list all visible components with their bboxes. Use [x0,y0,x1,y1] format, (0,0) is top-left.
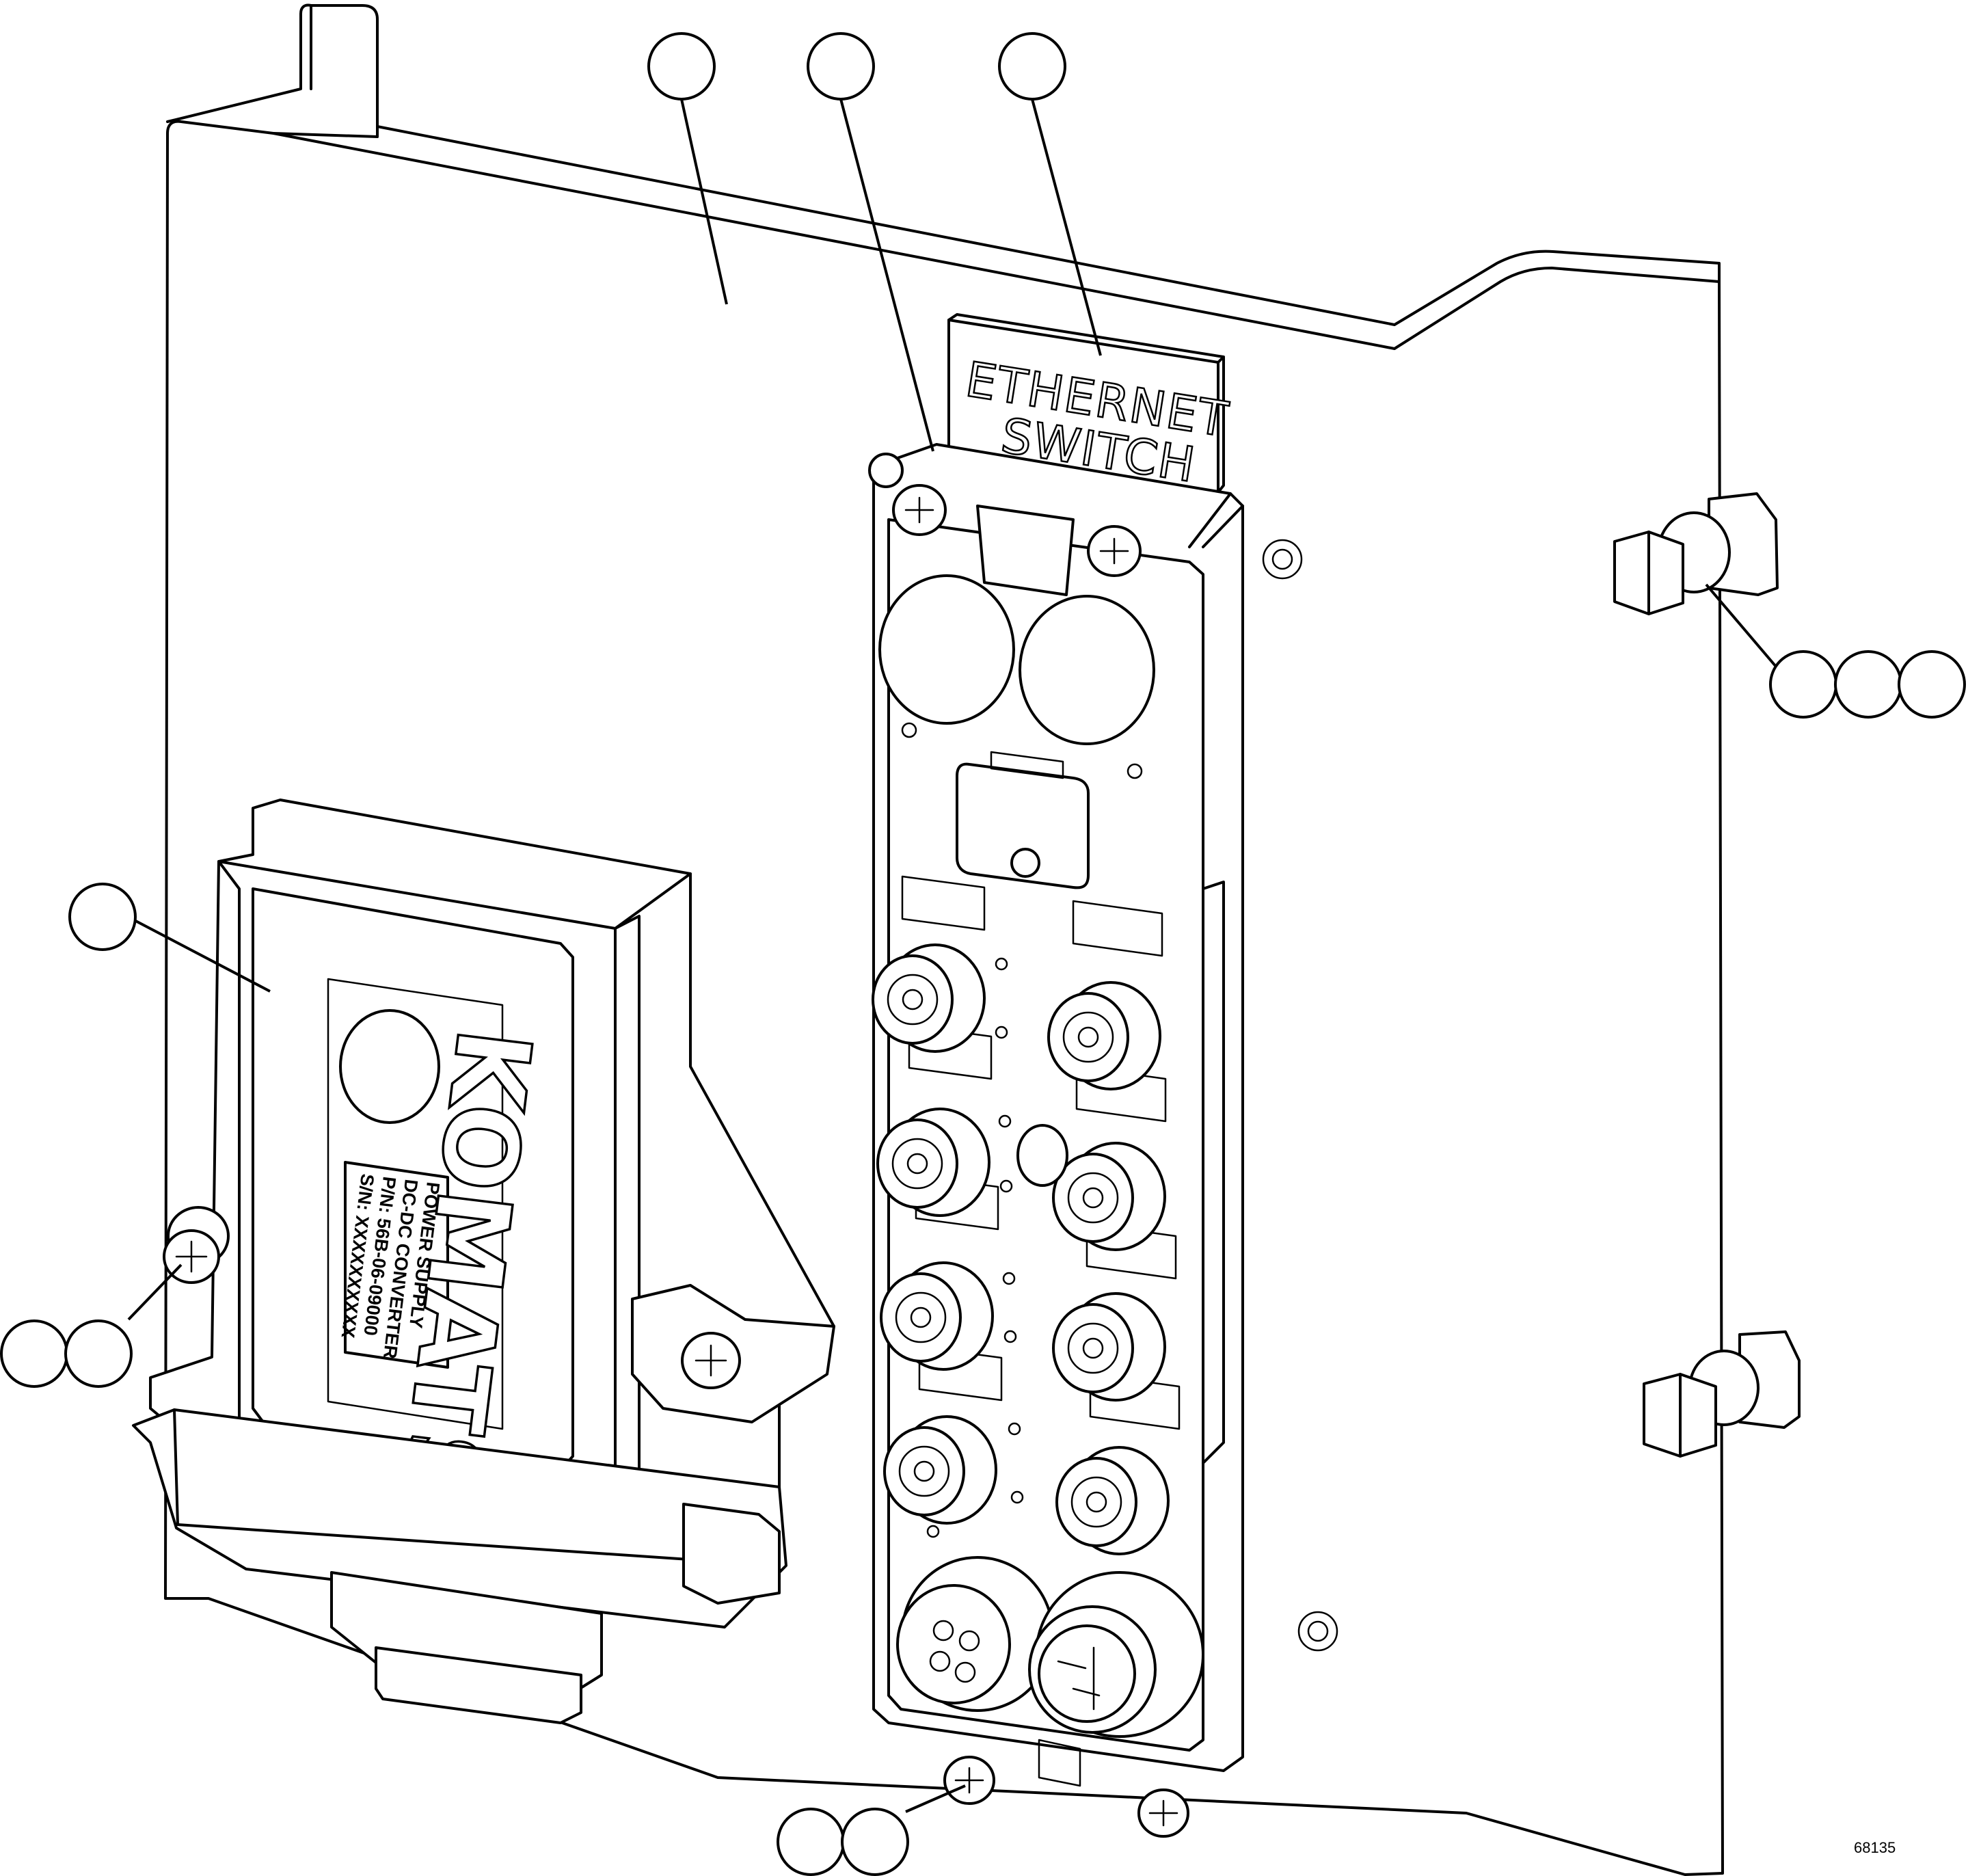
switch-top-latch [976,505,1075,596]
center-led [1016,1124,1068,1187]
mount-hole-top-inner [1271,548,1293,570]
callout-bolt-1 [1769,650,1837,719]
bracket-fold [166,3,1721,326]
callout-bubbles [0,32,1966,1876]
leader-left-screw [127,1263,183,1321]
callout-bracket [647,32,716,100]
status-window-right [1019,595,1155,745]
status-window-left [878,574,1015,725]
switch-corner-hole [868,453,904,488]
connector-latch [682,1503,781,1605]
callout-screw-left-2 [64,1319,133,1388]
switch-bottom-screw-left [943,1756,995,1805]
m12-port-3 [876,1108,990,1217]
rj45-port [956,762,1090,889]
callout-screw-bottom-2 [841,1808,909,1876]
leader-bottom-screw [905,1784,966,1813]
power-supply-unit: POWER SUPPLY DC-DC CONVERTER P/N: 56B-06… [132,799,835,1724]
switch-name-plate: ETHERNET SWITCH [947,313,1233,494]
power-supply-base [132,1408,787,1629]
callout-bolt-3 [1898,650,1966,719]
m12-port-8 [1055,1446,1170,1555]
hex-bolt-lower [1643,1330,1801,1458]
m12-port-6 [1052,1292,1166,1402]
switch-bottom-screw-right [1137,1788,1189,1838]
leader-bracket [680,98,728,305]
mount-hole-bottom-inner [1307,1620,1329,1642]
figure-number: 68135 [1854,1839,1896,1856]
callout-bolt-2 [1834,650,1902,719]
callout-ethernet-switch [807,32,875,100]
leader-label-plate [1031,98,1102,356]
callout-screw-bottom-1 [777,1808,845,1876]
leader-bolts [1705,583,1785,678]
mount-hole-bottom [1297,1611,1338,1652]
callout-switch-label-plate [998,32,1066,100]
m12-port-2 [1047,981,1161,1090]
label-recess [327,978,504,1430]
mount-hole-top [1262,539,1303,580]
ethernet-switch: ETHERNET SWITCH [868,313,1244,1838]
switch-top-screw-left [892,484,947,536]
leader-power-supply [127,915,271,993]
m12-port-4 [1052,1142,1166,1251]
m12-port-5 [880,1261,994,1371]
power-supply-sticker [344,1161,449,1369]
m12-port-1 [872,943,986,1053]
hex-bolt-upper [1613,492,1779,615]
power-connector-right [1028,1571,1204,1738]
callout-screw-left-1 [0,1319,68,1388]
power-supply-window [339,1009,440,1124]
bracket-fold-inner [272,4,379,138]
leader-lines [127,98,1785,1813]
switch-top-screw-right [1087,525,1142,577]
m12-port-7 [883,1415,997,1525]
leader-switch [839,98,934,452]
callout-power-supply [68,883,137,951]
rj45-screw [1010,848,1040,878]
power-supply-ear-screw [681,1332,741,1389]
